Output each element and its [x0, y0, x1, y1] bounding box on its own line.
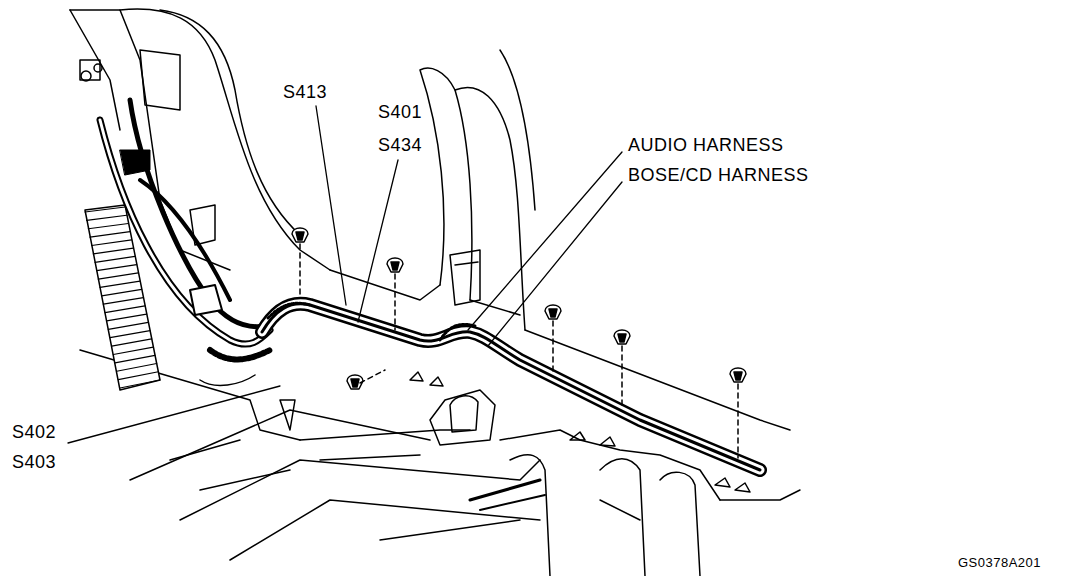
conduit-rib — [118, 372, 158, 380]
floor-panel — [80, 350, 800, 576]
conduit-rib — [92, 240, 132, 246]
conduit-rib — [90, 232, 130, 237]
conduit-rib — [100, 281, 140, 287]
conduit-rib — [103, 298, 143, 305]
conduit-rib — [105, 306, 145, 313]
splice-callout: S401 — [378, 103, 422, 121]
conduit-rib — [108, 322, 148, 329]
leader-lines — [68, 106, 622, 443]
conduit-rib — [102, 289, 142, 295]
conduit-rib — [107, 314, 147, 321]
splice-callout: S413 — [283, 83, 327, 101]
conduit-rib — [93, 248, 133, 254]
harness-clips — [292, 228, 746, 458]
splice-callout: S434 — [378, 136, 422, 154]
corrugated-conduit — [85, 205, 160, 390]
conduit-rib — [113, 347, 153, 354]
conduit-rib — [88, 223, 128, 228]
conduit-rib — [110, 331, 150, 338]
conduit-rib — [87, 215, 127, 220]
harness-bundle — [262, 303, 760, 470]
figure-code: GS0378A201 — [958, 556, 1041, 569]
splice-callout: S402 — [12, 423, 56, 441]
wire-bundle — [100, 100, 270, 385]
conduit-rib — [117, 364, 157, 372]
conduit-rib — [85, 207, 125, 212]
conduit-rib — [115, 355, 155, 363]
conduit-rib — [95, 256, 135, 262]
harness-label: AUDIO HARNESS — [628, 136, 784, 154]
splice-callout: S403 — [12, 453, 56, 471]
conduit-rib — [120, 380, 160, 388]
conduit-rib — [97, 265, 137, 271]
body-panels — [70, 9, 790, 430]
conduit-rib — [98, 273, 138, 279]
conduit-rib — [112, 339, 152, 346]
harness-label: BOSE/CD HARNESS — [628, 166, 809, 184]
